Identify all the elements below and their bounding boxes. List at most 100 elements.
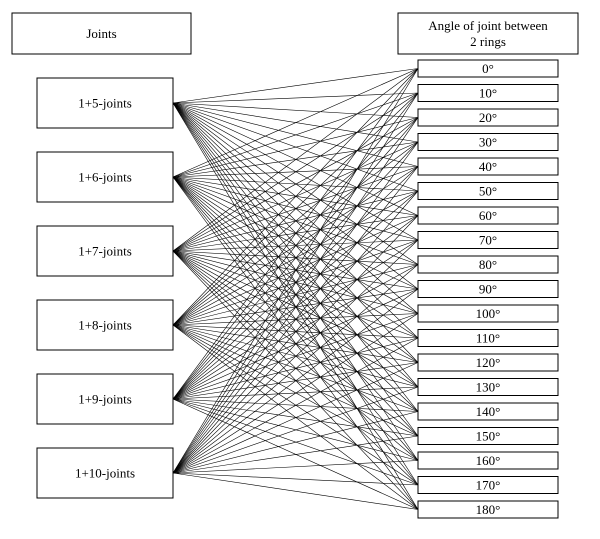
angle-box: 10° [417,84,559,102]
angle-box-frame [417,427,559,445]
angle-box: 180° [417,500,559,519]
joint-box-label: 1+8-joints [78,318,132,333]
angle-box-frame [417,84,559,102]
connection-line [172,102,419,118]
angle-box-label: 110° [476,331,500,346]
angle-box-label: 60° [479,208,497,223]
connection-line [172,68,419,178]
angle-box: 50° [417,182,559,200]
angle-box-frame [417,378,559,396]
joint-box-label: 1+7-joints [78,244,132,259]
joint-box: 1+5-joints [36,77,174,129]
connection-line [172,337,419,474]
connection-line [172,288,419,474]
angle-box-frame [417,476,559,494]
connection-line [172,92,419,400]
connection-line [172,166,419,474]
joint-box-frame [36,299,174,351]
connection-lines [172,68,419,510]
angle-box-frame [417,280,559,298]
angle-box-frame [417,157,559,176]
angle-box-frame [417,451,559,470]
angle-box: 70° [417,231,559,249]
connection-line [172,92,419,178]
angle-box-frame [417,304,559,323]
angle-box: 60° [417,206,559,225]
connection-line [172,117,419,474]
connection-line [172,264,419,474]
joint-box-frame [36,151,174,203]
connection-line [172,313,419,474]
connection-line [172,92,419,252]
joint-box: 1+8-joints [36,299,174,351]
angle-box-label: 50° [479,184,497,199]
connection-line [172,68,419,104]
angle-box-label: 90° [479,282,497,297]
connection-line [172,117,419,178]
angle-box-label: 10° [479,86,497,101]
angle-box: 170° [417,476,559,494]
connection-line [172,117,419,326]
angle-box-label: 130° [476,380,501,395]
angle-box-frame [417,231,559,249]
joint-box-label: 1+5-joints [78,96,132,111]
connection-line [172,68,419,474]
angle-box-frame [417,329,559,347]
angle-box-label: 120° [476,355,501,370]
angle-box-frame [417,402,559,421]
joint-box-frame [36,225,174,277]
connection-line [172,460,419,474]
connection-line [172,386,419,474]
angle-box-label: 180° [476,502,501,517]
angle-box-label: 30° [479,135,497,150]
angle-box: 150° [417,427,559,445]
angle-box: 110° [417,329,559,347]
angle-box: 30° [417,133,559,151]
connection-line [172,472,419,510]
angle-box: 160° [417,451,559,470]
angle-box-label: 100° [476,306,501,321]
left-header-label: Joints [86,26,116,41]
connection-line [172,141,419,474]
joint-box-frame [36,77,174,129]
angle-box-frame [417,182,559,200]
angle-box: 140° [417,402,559,421]
left-header-frame [11,12,192,55]
angle-box-frame [417,108,559,127]
angle-box: 120° [417,353,559,372]
connection-line [172,215,419,474]
connection-line [172,92,419,104]
angle-box: 90° [417,280,559,298]
joint-box: 1+10-joints [36,447,174,499]
connection-line [172,68,419,400]
angle-box: 100° [417,304,559,323]
angle-box: 80° [417,255,559,274]
joint-box: 1+6-joints [36,151,174,203]
right-header-frame [397,12,579,55]
angle-box-frame [417,59,559,78]
angle-box-frame [417,500,559,519]
connection-line [172,92,419,326]
connection-line [172,362,419,474]
right-header-label-line1: Angle of joint between [428,18,548,33]
connection-line [172,92,419,474]
joint-box: 1+9-joints [36,373,174,425]
connection-line [172,68,419,252]
angle-box-label: 40° [479,159,497,174]
angle-box-label: 140° [476,404,501,419]
connection-line [172,117,419,400]
connection-line [172,68,419,326]
connection-line [172,190,419,474]
angle-box-frame [417,133,559,151]
angle-box: 130° [417,378,559,396]
joint-boxes: 1+5-joints 1+6-joints 1+7-joints 1+8-joints… [36,77,174,499]
right-header-label-line2: 2 rings [470,34,506,49]
joint-box-frame [36,447,174,499]
angle-box-frame [417,353,559,372]
connection-line [172,117,419,252]
angle-box: 20° [417,108,559,127]
angle-box: 0° [417,59,559,78]
connection-line [172,472,419,486]
angle-box-frame [417,255,559,274]
